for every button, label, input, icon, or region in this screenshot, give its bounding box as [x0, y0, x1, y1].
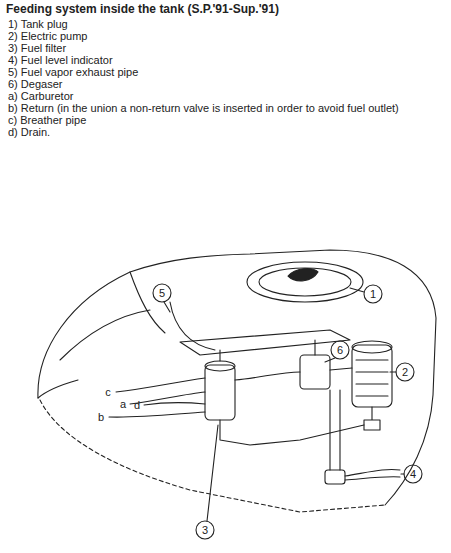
callout-number: 6: [337, 344, 343, 356]
part-description: 2) Electric pump: [8, 30, 408, 42]
degaser: [300, 355, 330, 389]
tank-plug-lever: [288, 269, 318, 281]
pump-ribs: [356, 360, 388, 396]
callout-number: 2: [402, 366, 408, 378]
part-description: d) Drain.: [8, 126, 408, 138]
pump-top: [352, 341, 392, 353]
callout-number: b: [98, 411, 104, 423]
mounting-plate: [180, 330, 350, 355]
callout-number: 4: [410, 468, 416, 480]
filter-pipes: [220, 350, 364, 445]
part-description: 6) Degaser: [8, 78, 408, 90]
breather-pipe: [116, 378, 205, 392]
return-pipe: [109, 412, 205, 417]
degaser-pipe: [315, 340, 352, 370]
carburetor-pipe: [130, 392, 205, 404]
parts-list: 1) Tank plug2) Electric pump3) Fuel filt…: [8, 18, 408, 138]
drain-pipe: [144, 403, 205, 405]
part-description: a) Carburetor: [8, 90, 408, 102]
indicator-wires: [345, 469, 400, 480]
pump-outlet: [364, 407, 380, 430]
tank-top-edge: [38, 272, 165, 398]
part-description: 5) Fuel vapor exhaust pipe: [8, 66, 408, 78]
tank-inner-curve: [60, 310, 150, 360]
callout-number: 3: [202, 524, 208, 536]
part-description: c) Breather pipe: [8, 114, 408, 126]
tank-plug: [247, 262, 363, 302]
callout-number: c: [105, 386, 111, 398]
part-description: 3) Fuel filter: [8, 42, 408, 54]
figure-title: Feeding system inside the tank (S.P.'91-…: [6, 2, 279, 16]
callout-circles: [153, 284, 422, 539]
electric-pump: [352, 345, 392, 407]
callout-number: 5: [159, 287, 165, 299]
tank-outline: [38, 250, 436, 505]
part-description: b) Return (in the union a non-return val…: [8, 102, 408, 114]
callout-number: d: [134, 399, 140, 411]
fuel-level-indicator: [330, 390, 340, 470]
callout-number: a: [120, 398, 126, 410]
vapor-exhaust-pipe: [170, 302, 215, 350]
callout-number: 1: [370, 288, 376, 300]
indicator-float: [325, 470, 345, 484]
filter-top: [205, 361, 235, 371]
part-description: 1) Tank plug: [8, 18, 408, 30]
fuel-filter: [205, 365, 235, 420]
part-description: 4) Fuel level indicator: [8, 54, 408, 66]
tank-plug-ring: [259, 268, 351, 296]
tank-hidden-bottom: [40, 400, 385, 512]
